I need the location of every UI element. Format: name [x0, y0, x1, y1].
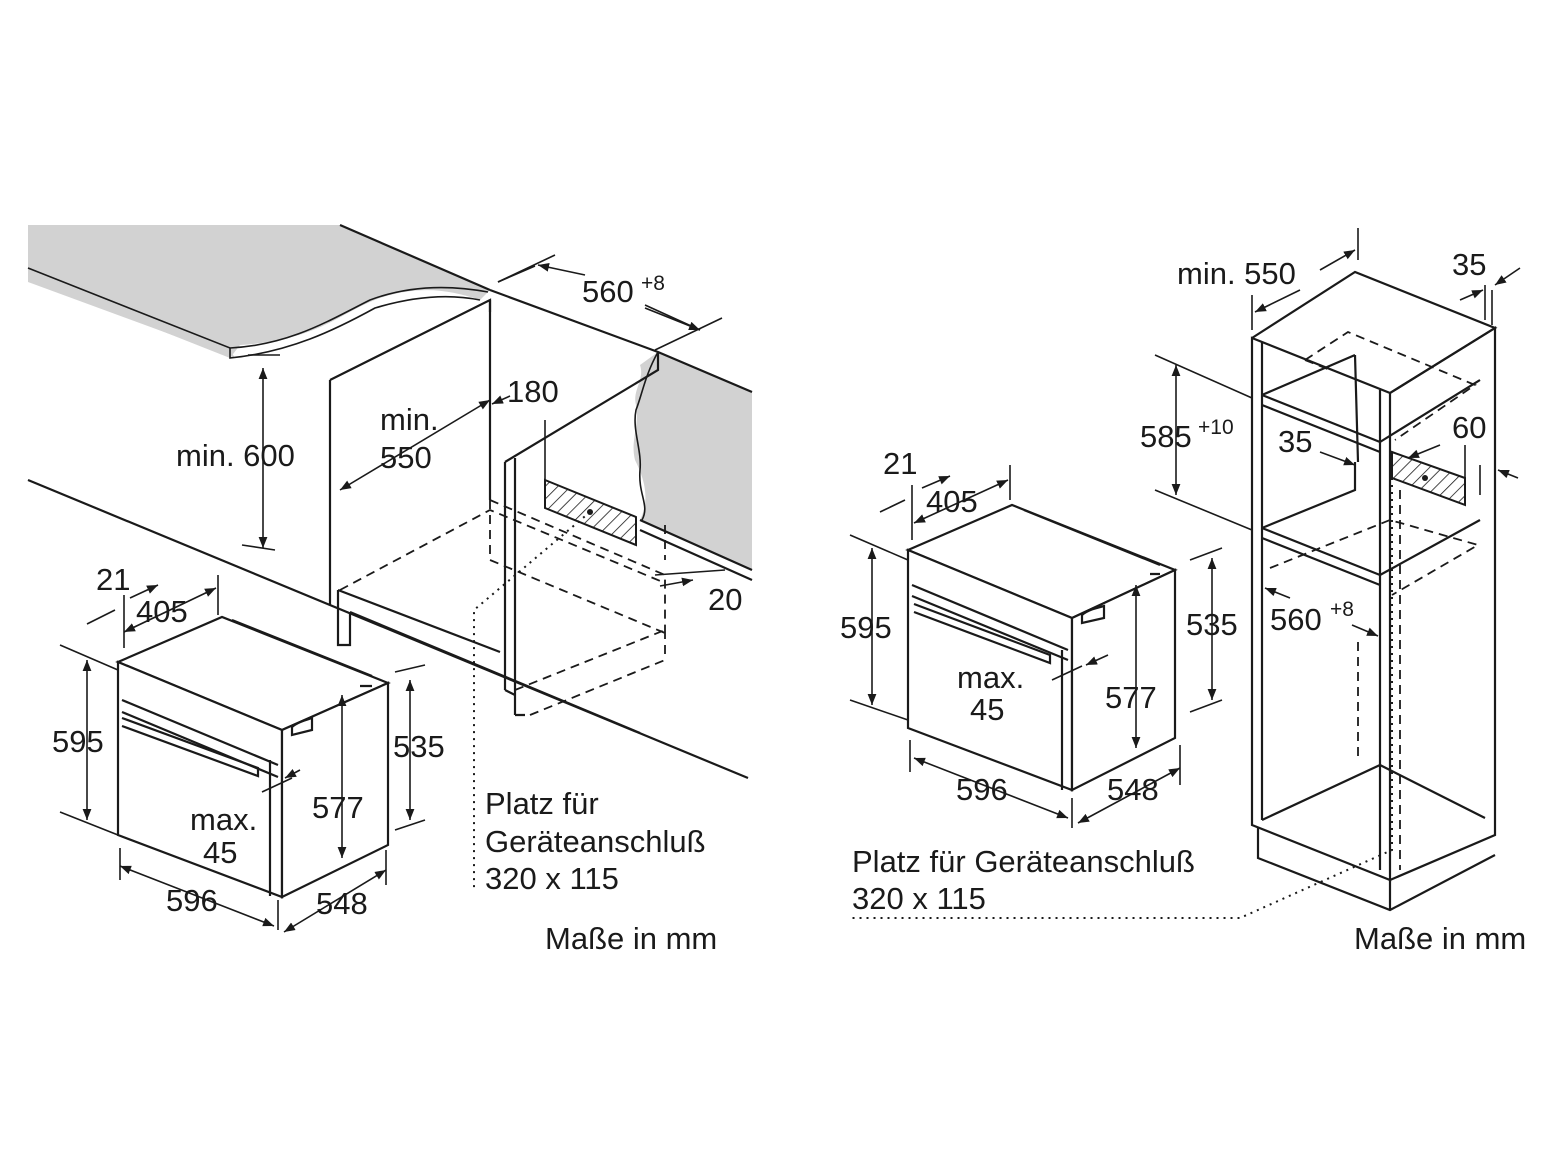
max-protrusion-label-line1: max. [190, 802, 257, 837]
oven-height-label-right: 595 [840, 610, 892, 645]
oven-inner-height-label: 577 [312, 790, 364, 825]
units-note: Maße in mm [545, 921, 717, 956]
connection-note-right-line1: Platz für Geräteanschluß [852, 844, 1195, 879]
max-protrusion-label-line2: 45 [203, 835, 237, 870]
oven-right [849, 465, 1223, 828]
niche-width-tolerance: +8 [641, 272, 665, 295]
back-wall [633, 352, 752, 570]
oven-depth-label: 548 [316, 886, 368, 921]
oven-top-depth-label: 405 [136, 594, 188, 629]
connection-note-line2: Geräteanschluß [485, 824, 706, 859]
countertop-min-height-label: min. 600 [176, 438, 295, 473]
edge-gap-label: 20 [708, 582, 742, 617]
cabinet-depth-label-line2: 550 [380, 440, 432, 475]
oven-depth-label-right: 548 [1107, 772, 1159, 807]
oven-inner-height-label-right: 577 [1105, 680, 1157, 715]
connection-note-right-line2: 320 x 115 [852, 881, 986, 916]
niche-height-tolerance: +10 [1198, 416, 1234, 439]
cabinet-min-depth-label: min. 550 [1177, 256, 1296, 291]
oven-body-height-label-right: 535 [1186, 607, 1238, 642]
rear-gap-label: 60 [1452, 410, 1486, 445]
shelf-offset-label: 35 [1278, 424, 1312, 459]
outlet-offset-label: 180 [507, 374, 559, 409]
oven-width-label: 596 [166, 883, 218, 918]
oven-front-depth-label-right: 21 [883, 446, 917, 481]
undercounter-installation-diagram: min. 600 min. 550 560 +8 180 20 21 405 5… [27, 223, 753, 956]
units-note-right: Maße in mm [1354, 921, 1526, 956]
niche-height-label: 585 [1140, 419, 1192, 454]
worktop [28, 225, 490, 358]
oven-front-depth-label: 21 [96, 562, 130, 597]
tall-niche-width-label: 560 [1270, 602, 1322, 637]
oven-top-depth-label-right: 405 [926, 484, 978, 519]
worktop-edge [28, 270, 235, 358]
niche-width-label: 560 [582, 274, 634, 309]
oven-left [59, 575, 426, 933]
connection-note-line3: 320 x 115 [485, 861, 619, 896]
oven-height-label: 595 [52, 724, 104, 759]
connection-note-line1: Platz für [485, 786, 599, 821]
oven-width-label-right: 596 [956, 772, 1008, 807]
connection-area-right [1391, 450, 1466, 507]
tall-cabinet-installation-diagram: min. 550 35 585 +10 35 60 560 +8 21 405 … [840, 228, 1526, 956]
cabinet-depth-label-line1: min. [380, 402, 439, 437]
max-protrusion-label-right-line2: 45 [970, 692, 1004, 727]
side-thickness-label: 35 [1452, 247, 1486, 282]
oven-body-height-label: 535 [393, 729, 445, 764]
tall-niche-width-tolerance: +8 [1330, 598, 1354, 621]
max-protrusion-label-right-line1: max. [957, 660, 1024, 695]
